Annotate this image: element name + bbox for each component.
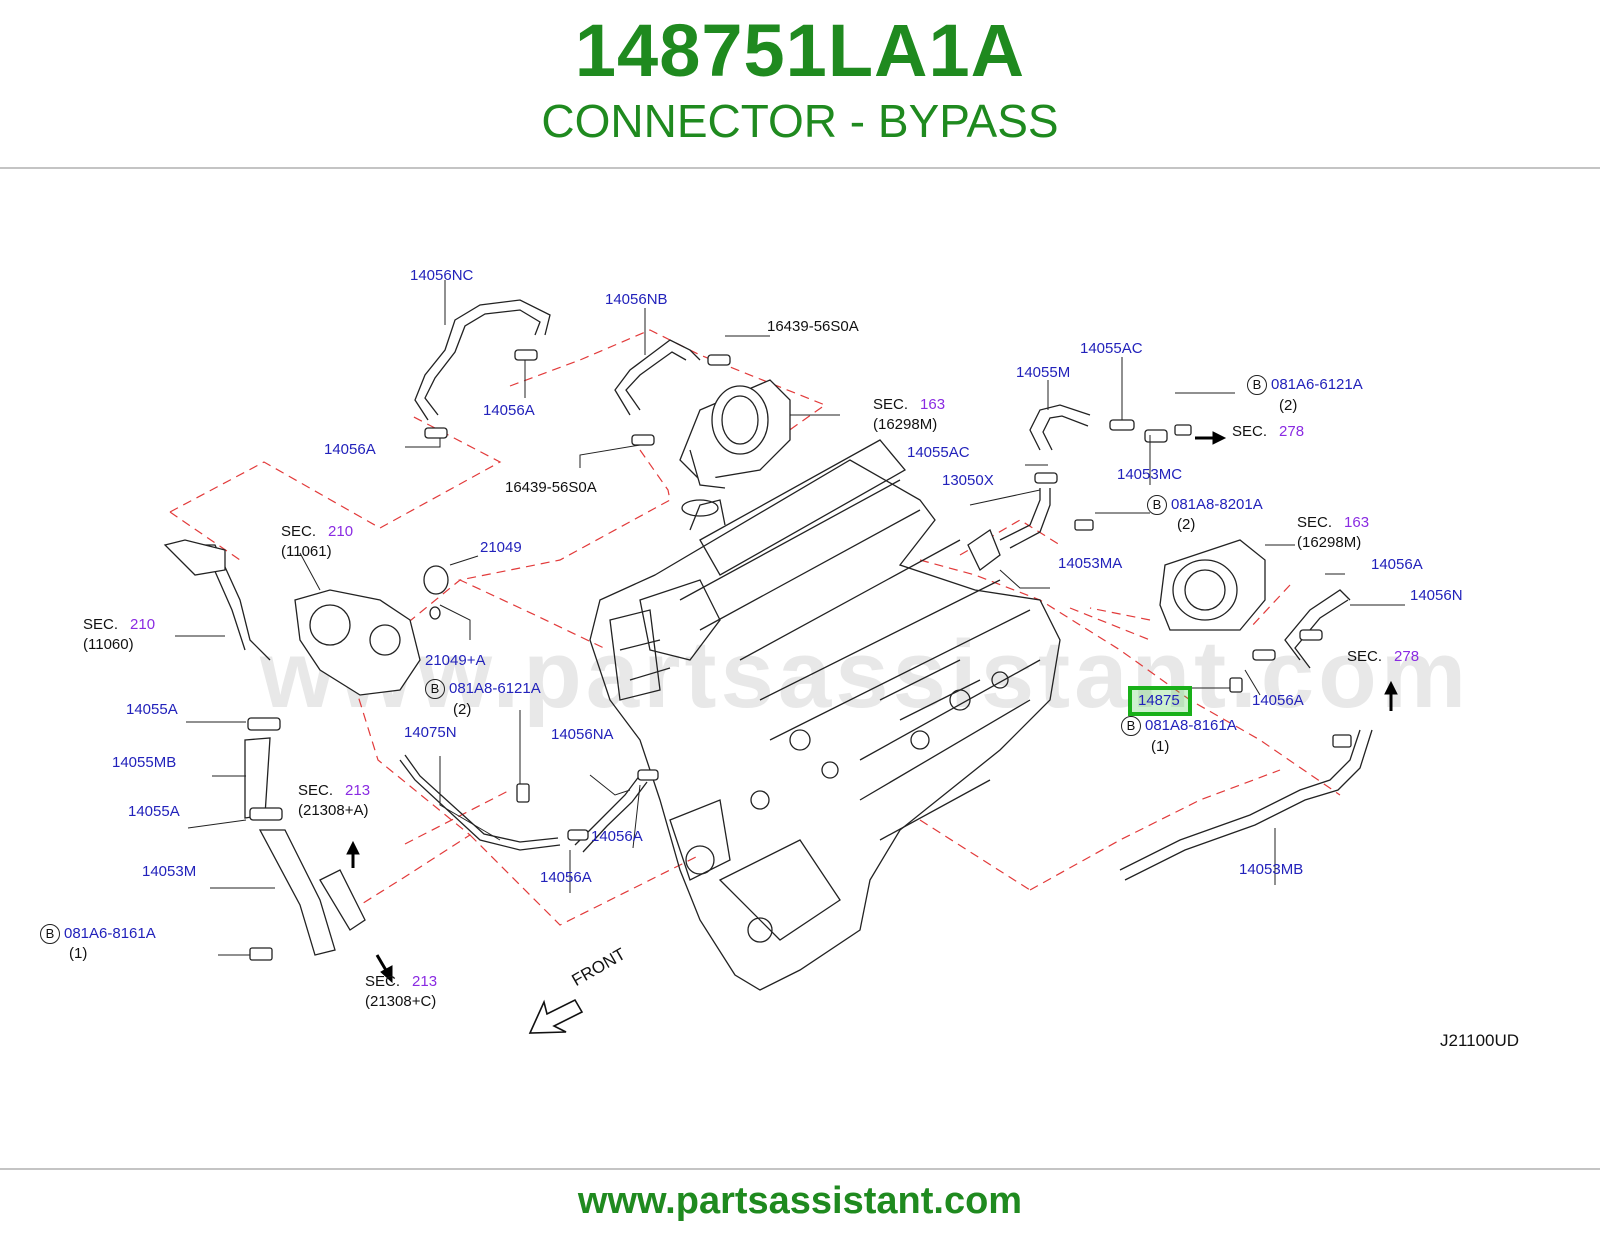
- sec-word: SEC.: [1232, 423, 1268, 440]
- page-header: 148751LA1A CONNECTOR - BYPASS: [0, 0, 1600, 168]
- sec-ref: (21308+A): [298, 802, 369, 819]
- sec-number: 213: [345, 782, 371, 799]
- label-21049: 21049: [480, 539, 522, 556]
- label-14055M: 14055M: [1016, 364, 1071, 381]
- quantity-081A8-8201A: (2): [1177, 516, 1196, 533]
- label-21049-plus-a: 21049+A: [425, 652, 486, 669]
- section-ref-163-top[interactable]: SEC. 163 (16298M): [873, 395, 945, 435]
- diagram-code: J21100UD: [1440, 1031, 1520, 1050]
- circle-b-icon: B: [40, 924, 60, 944]
- section-ref-163-right[interactable]: SEC. 163 (16298M): [1297, 513, 1369, 553]
- label-13050X: 13050X: [942, 472, 994, 489]
- bolt-part-number: 081A8-8201A: [1171, 495, 1263, 513]
- bolt-part-number: 081A6-6121A: [1271, 375, 1363, 393]
- bolt-part-number: 081A8-6121A: [449, 679, 541, 697]
- quantity-081A8-8161A: (1): [1151, 738, 1170, 755]
- label-14056A-right-top: 14056A: [1371, 556, 1423, 573]
- label-14055AC-top: 14055AC: [1080, 340, 1143, 357]
- throttle-body-upper: [679, 379, 791, 489]
- sec-word: SEC.: [1297, 514, 1333, 531]
- label-14056A-right-mid: 14056A: [1252, 692, 1304, 709]
- label-14075N: 14075N: [404, 724, 457, 741]
- label-14056A-left: 14056A: [324, 441, 376, 458]
- clamps-and-bolts: [247, 349, 1352, 961]
- section-ref-278-right[interactable]: SEC. 278: [1347, 647, 1419, 667]
- sec-word: SEC.: [1347, 648, 1383, 665]
- circle-b-icon: B: [1247, 375, 1267, 395]
- label-14056A-bottom-left: 14056A: [540, 869, 592, 886]
- section-ref-278-top[interactable]: SEC. 278: [1232, 422, 1304, 442]
- quantity-081A6-8161A: (1): [69, 945, 88, 962]
- footer-divider: [0, 1168, 1600, 1170]
- label-14055MB: 14055MB: [112, 754, 177, 771]
- label-14875-highlighted[interactable]: 14875: [1138, 692, 1180, 709]
- sec-word: SEC.: [281, 523, 317, 540]
- label-14053MB: 14053MB: [1239, 861, 1304, 878]
- watermark: www.partsassistant.com: [260, 621, 1471, 728]
- part-name-subtitle: CONNECTOR - BYPASS: [541, 95, 1059, 147]
- direction-arrows: [346, 431, 1398, 984]
- label-14055A-upper: 14055A: [126, 701, 178, 718]
- sec-ref: (16298M): [873, 416, 938, 433]
- section-ref-213-lower[interactable]: SEC. 213 (21308+C): [365, 972, 437, 1012]
- label-14056A-bottom-right: 14056A: [591, 828, 643, 845]
- sec-word: SEC.: [83, 616, 119, 633]
- sec-ref: (21308+C): [365, 993, 437, 1010]
- footer-website-link[interactable]: www.partsassistant.com: [577, 1180, 1023, 1222]
- bolt-part-number: 081A8-8161A: [1145, 716, 1237, 734]
- label-14053M: 14053M: [142, 863, 197, 880]
- highlighted-part-box[interactable]: [1128, 686, 1192, 716]
- quantity-081A6-6121A: (2): [1279, 397, 1298, 414]
- leader-lines: [175, 280, 1405, 956]
- label-16439-56S0A-bottom: 16439-56S0A: [505, 479, 597, 496]
- circle-b-icon: B: [1147, 495, 1167, 515]
- quantity-081A8-6121A: (2): [453, 701, 472, 718]
- circle-b-icon: B: [1121, 716, 1141, 736]
- sec-number: 163: [1344, 514, 1370, 531]
- label-16439-56S0A-top: 16439-56S0A: [767, 318, 859, 335]
- label-14056NB: 14056NB: [605, 291, 668, 308]
- label-14055AC-mid: 14055AC: [907, 444, 970, 461]
- sec-word: SEC.: [873, 396, 909, 413]
- sec-number: 163: [920, 396, 946, 413]
- sec-ref: (16298M): [1297, 534, 1362, 551]
- engine-block: [589, 439, 1061, 991]
- section-ref-213-upper[interactable]: SEC. 213 (21308+A): [298, 781, 370, 821]
- section-ref-210-left[interactable]: SEC. 210 (11060): [83, 615, 155, 655]
- sec-word: SEC.: [365, 973, 401, 990]
- label-14055A-lower: 14055A: [128, 803, 180, 820]
- label-14053MA: 14053MA: [1058, 555, 1123, 572]
- sec-number: 213: [412, 973, 438, 990]
- thermostat-housing: [163, 539, 449, 696]
- bolt-part-number: 081A6-8161A: [64, 924, 156, 942]
- throttle-body-lower: [1159, 539, 1266, 631]
- label-14053MC: 14053MC: [1117, 466, 1183, 483]
- label-14056N: 14056N: [1410, 587, 1463, 604]
- sec-number: 210: [328, 523, 354, 540]
- header-divider: [0, 167, 1600, 169]
- parts-diagram: www.partsassistant.com: [0, 170, 1600, 1166]
- label-14056NA: 14056NA: [551, 726, 614, 743]
- label-14056A-top: 14056A: [483, 402, 535, 419]
- section-ref-210-thermostat[interactable]: SEC. 210 (11061): [281, 522, 353, 562]
- part-number-title: 148751LA1A: [574, 9, 1026, 92]
- sec-number: 210: [130, 616, 156, 633]
- sec-number: 278: [1394, 648, 1420, 665]
- sec-ref: (11061): [281, 543, 332, 560]
- label-14056NC: 14056NC: [410, 267, 474, 284]
- front-arrow: [528, 998, 584, 1034]
- sec-ref: (11060): [83, 636, 134, 653]
- sec-word: SEC.: [298, 782, 334, 799]
- circle-b-icon: B: [425, 679, 445, 699]
- sec-number: 278: [1279, 423, 1305, 440]
- diagram-drawing: [163, 280, 1405, 1034]
